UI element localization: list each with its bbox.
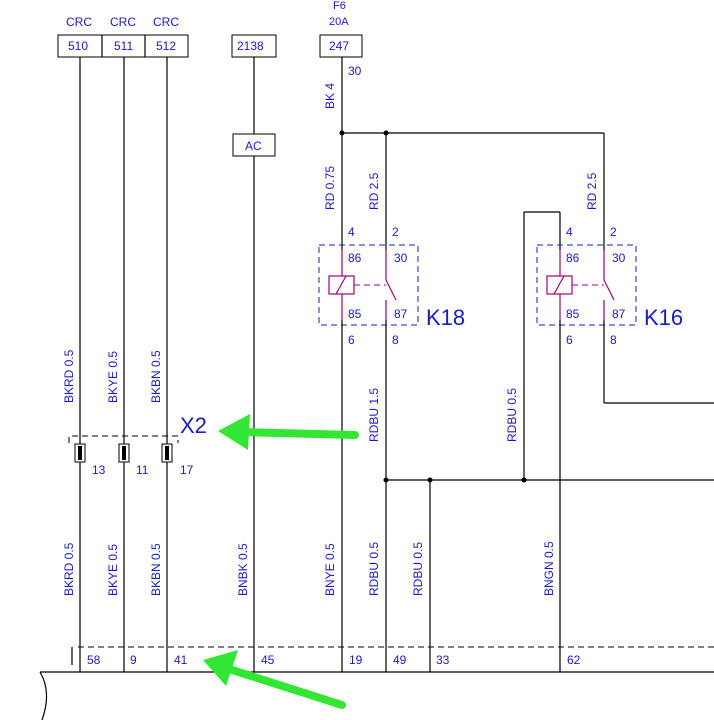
k18-pin-8: 8 bbox=[392, 333, 399, 347]
fuse-f6-box bbox=[319, 34, 363, 58]
lower-wire-bnbk: BNBK 0.5 bbox=[236, 543, 250, 596]
lower-wire-bkbn: BKBN 0.5 bbox=[149, 543, 163, 596]
upper-wire-bkrd: BKRD 0.5 bbox=[62, 349, 76, 403]
crc-label-1: CRC bbox=[66, 15, 92, 29]
arrow-to-pin-41 bbox=[203, 650, 346, 709]
k16-label: K16 bbox=[644, 305, 683, 330]
k18-pin-2: 2 bbox=[392, 225, 399, 239]
k16-pin-4: 4 bbox=[566, 225, 573, 239]
k18-pin-30: 30 bbox=[394, 251, 408, 265]
k18-pin-86: 86 bbox=[348, 251, 362, 265]
wire-rdbu-05-upper: RDBU 0.5 bbox=[505, 388, 519, 442]
wire-rdbu-15: RDBU 1.5 bbox=[367, 388, 381, 442]
k16-pin-2: 2 bbox=[610, 225, 617, 239]
lower-wire-bkye: BKYE 0.5 bbox=[106, 544, 120, 596]
k18-pin-87: 87 bbox=[394, 307, 408, 321]
bottom-pin-49: 49 bbox=[393, 653, 407, 667]
box-code-2138: 2138 bbox=[237, 39, 264, 53]
x2-pin-11: 11 bbox=[136, 463, 149, 477]
wire-bk4: BK 4 bbox=[323, 83, 337, 109]
k18-pin-85: 85 bbox=[348, 307, 362, 321]
bottom-pin-33: 33 bbox=[436, 653, 450, 667]
crc-label-2: CRC bbox=[110, 15, 136, 29]
relay-k18: 4 2 86 30 85 87 6 8 K18 RD 0.75 RD 2.5 bbox=[318, 166, 465, 347]
k18-wire-rd25: RD 2.5 bbox=[367, 172, 381, 210]
relay-k16: 4 2 86 30 85 87 6 8 K16 RD 2.5 bbox=[536, 172, 683, 347]
x2-pin-17: 17 bbox=[180, 463, 194, 477]
k16-pin-87: 87 bbox=[612, 307, 626, 321]
box-code-510: 510 bbox=[68, 39, 88, 53]
k16-pin-6: 6 bbox=[566, 333, 573, 347]
fuse-rating: 20A bbox=[329, 16, 349, 28]
k16-pin-85: 85 bbox=[566, 307, 580, 321]
upper-wire-bkbn: BKBN 0.5 bbox=[149, 350, 163, 403]
bottom-pin-9: 9 bbox=[130, 653, 137, 667]
bottom-pin-45: 45 bbox=[261, 653, 275, 667]
fuse-f6-label: F6 bbox=[333, 0, 346, 12]
bottom-connector: 58 9 41 45 19 49 33 62 bbox=[39, 646, 714, 720]
box-code-511: 511 bbox=[114, 39, 133, 53]
lower-wire-bnye: BNYE 0.5 bbox=[323, 543, 337, 596]
lower-wire-rdbu-1: RDBU 0.5 bbox=[367, 542, 381, 596]
x2-label: X2 bbox=[180, 413, 207, 438]
ac-label: AC bbox=[245, 139, 262, 153]
bottom-pin-19: 19 bbox=[349, 653, 363, 667]
k18-wire-rd075: RD 0.75 bbox=[323, 166, 337, 210]
bottom-pin-62: 62 bbox=[567, 653, 581, 667]
x2-pin-13: 13 bbox=[92, 463, 106, 477]
crc-label-3: CRC bbox=[153, 15, 179, 29]
bottom-pin-41: 41 bbox=[174, 653, 188, 667]
lower-wire-rdbu-2: RDBU 0.5 bbox=[411, 542, 425, 596]
upper-wire-bkye: BKYE 0.5 bbox=[106, 351, 120, 403]
bottom-pin-58: 58 bbox=[87, 653, 101, 667]
k18-pin-4: 4 bbox=[348, 225, 355, 239]
arrow-to-x2 bbox=[218, 414, 359, 450]
connector-x2: 13 11 17 X2 bbox=[68, 413, 207, 477]
k16-pin-8: 8 bbox=[610, 333, 617, 347]
k18-pin-6: 6 bbox=[348, 333, 355, 347]
lower-wire-bkrd: BKRD 0.5 bbox=[62, 542, 76, 596]
pin-30-label: 30 bbox=[348, 64, 362, 78]
k16-pin-86: 86 bbox=[566, 251, 580, 265]
crc-connector-box bbox=[57, 34, 189, 58]
top-box-group-crc: CRC CRC CRC 510 511 512 bbox=[57, 15, 189, 58]
k16-wire-rd25: RD 2.5 bbox=[585, 172, 599, 210]
k16-pin-30: 30 bbox=[612, 251, 626, 265]
box-code-247: 247 bbox=[329, 39, 349, 53]
k18-label: K18 bbox=[426, 305, 465, 330]
ac-box bbox=[232, 133, 276, 157]
lower-wire-bngn: BNGN 0.5 bbox=[542, 541, 556, 596]
box-code-512: 512 bbox=[156, 39, 176, 53]
